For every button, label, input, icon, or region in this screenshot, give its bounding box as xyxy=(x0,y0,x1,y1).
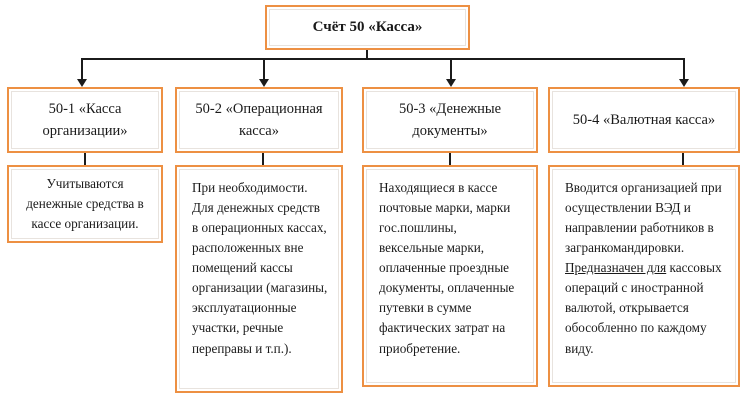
node-subaccount-50-3: 50-3 «Денежные документы» xyxy=(362,87,538,153)
node-subaccount-50-2-inner: 50-2 «Операционная касса» xyxy=(179,91,339,149)
node-subaccount-50-1-inner: 50-1 «Касса организации» xyxy=(11,91,159,149)
desc-50-4-underlined: Предназначен для xyxy=(565,260,667,276)
node-root-account: Счёт 50 «Касса» xyxy=(265,5,470,50)
connector-drop-1 xyxy=(81,58,83,82)
connector-link-3 xyxy=(449,153,451,165)
node-subaccount-50-1-label: 50-1 «Касса организации» xyxy=(42,100,128,139)
arrowhead-2 xyxy=(259,79,269,87)
connector-root-stem xyxy=(366,50,368,60)
node-subaccount-50-3-label: 50-3 «Денежные документы» xyxy=(398,100,502,139)
connector-link-2 xyxy=(262,153,264,165)
arrowhead-1 xyxy=(77,79,87,87)
connector-link-4 xyxy=(682,153,684,165)
node-description-50-1: Учитываются денежные средства в кассе ор… xyxy=(7,165,163,243)
node-subaccount-50-1: 50-1 «Касса организации» xyxy=(7,87,163,153)
node-subaccount-50-4-label: 50-4 «Валютная касса» xyxy=(572,111,716,128)
node-description-50-4: Вводится организацией при осуществлении … xyxy=(548,165,740,387)
node-subaccount-50-3-inner: 50-3 «Денежные документы» xyxy=(366,91,534,149)
node-description-50-3-inner: Находящиеся в кассе почтовые марки, марк… xyxy=(366,169,534,383)
connector-bus xyxy=(82,58,684,60)
desc-50-4-part1: Вводится организацией при осуществлении … xyxy=(565,180,722,256)
node-root-account-inner: Счёт 50 «Касса» xyxy=(269,9,466,46)
node-description-50-4-inner: Вводится организацией при осуществлении … xyxy=(552,169,736,383)
node-subaccount-50-2-label: 50-2 «Операционная касса» xyxy=(195,100,323,139)
node-description-50-2-inner: При необходимости. Для денежных средств … xyxy=(179,169,339,389)
node-description-50-2: При необходимости. Для денежных средств … xyxy=(175,165,343,393)
node-subaccount-50-2: 50-2 «Операционная касса» xyxy=(175,87,343,153)
node-description-50-3-text: Находящиеся в кассе почтовые марки, марк… xyxy=(379,180,515,356)
node-description-50-3: Находящиеся в кассе почтовые марки, марк… xyxy=(362,165,538,387)
connector-drop-2 xyxy=(263,58,265,82)
node-root-account-label: Счёт 50 «Касса» xyxy=(312,18,423,35)
node-subaccount-50-4: 50-4 «Валютная касса» xyxy=(548,87,740,153)
node-description-50-1-text: Учитываются денежные средства в кассе ор… xyxy=(26,175,144,232)
connector-link-1 xyxy=(84,153,86,165)
connector-drop-4 xyxy=(683,58,685,82)
node-subaccount-50-4-inner: 50-4 «Валютная касса» xyxy=(552,91,736,149)
connector-drop-3 xyxy=(450,58,452,82)
node-description-50-4-text: Вводится организацией при осуществлении … xyxy=(553,170,735,365)
desc-50-4-part2: кассовых операций с иностранной валютой,… xyxy=(565,260,722,356)
node-description-50-2-text: При необходимости. Для денежных средств … xyxy=(192,180,328,356)
arrowhead-4 xyxy=(679,79,689,87)
arrowhead-3 xyxy=(446,79,456,87)
node-description-50-1-inner: Учитываются денежные средства в кассе ор… xyxy=(11,169,159,239)
